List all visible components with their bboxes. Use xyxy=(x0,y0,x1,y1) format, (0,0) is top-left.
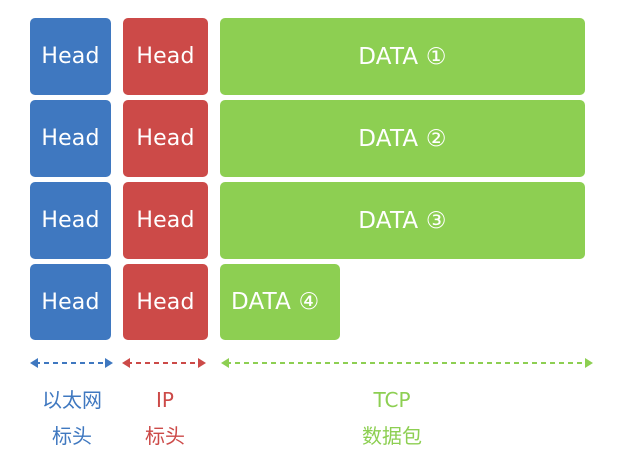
tcp-data-1: DATA ① xyxy=(220,18,585,95)
ip-head-4: Head xyxy=(123,264,208,340)
tcp-data-4: DATA ④ xyxy=(220,264,340,340)
ethernet-head-1: Head xyxy=(30,18,111,95)
tcp-data-2: DATA ② xyxy=(220,100,585,177)
ip-head-1: Head xyxy=(123,18,208,95)
ip-head-3: Head xyxy=(123,182,208,259)
ethernet-head-2: Head xyxy=(30,100,111,177)
ip-span-arrow xyxy=(122,356,206,370)
ethernet-span-arrow xyxy=(30,356,113,370)
ip-head-2: Head xyxy=(123,100,208,177)
ip-header-label: IP 标头 xyxy=(145,388,185,448)
tcp-data-3: DATA ③ xyxy=(220,182,585,259)
ethernet-head-3: Head xyxy=(30,182,111,259)
ethernet-header-label: 以太网 标头 xyxy=(42,388,102,448)
tcp-packet-label: TCP 数据包 xyxy=(362,388,422,448)
tcp-span-arrow xyxy=(221,356,593,370)
ethernet-head-4: Head xyxy=(30,264,111,340)
